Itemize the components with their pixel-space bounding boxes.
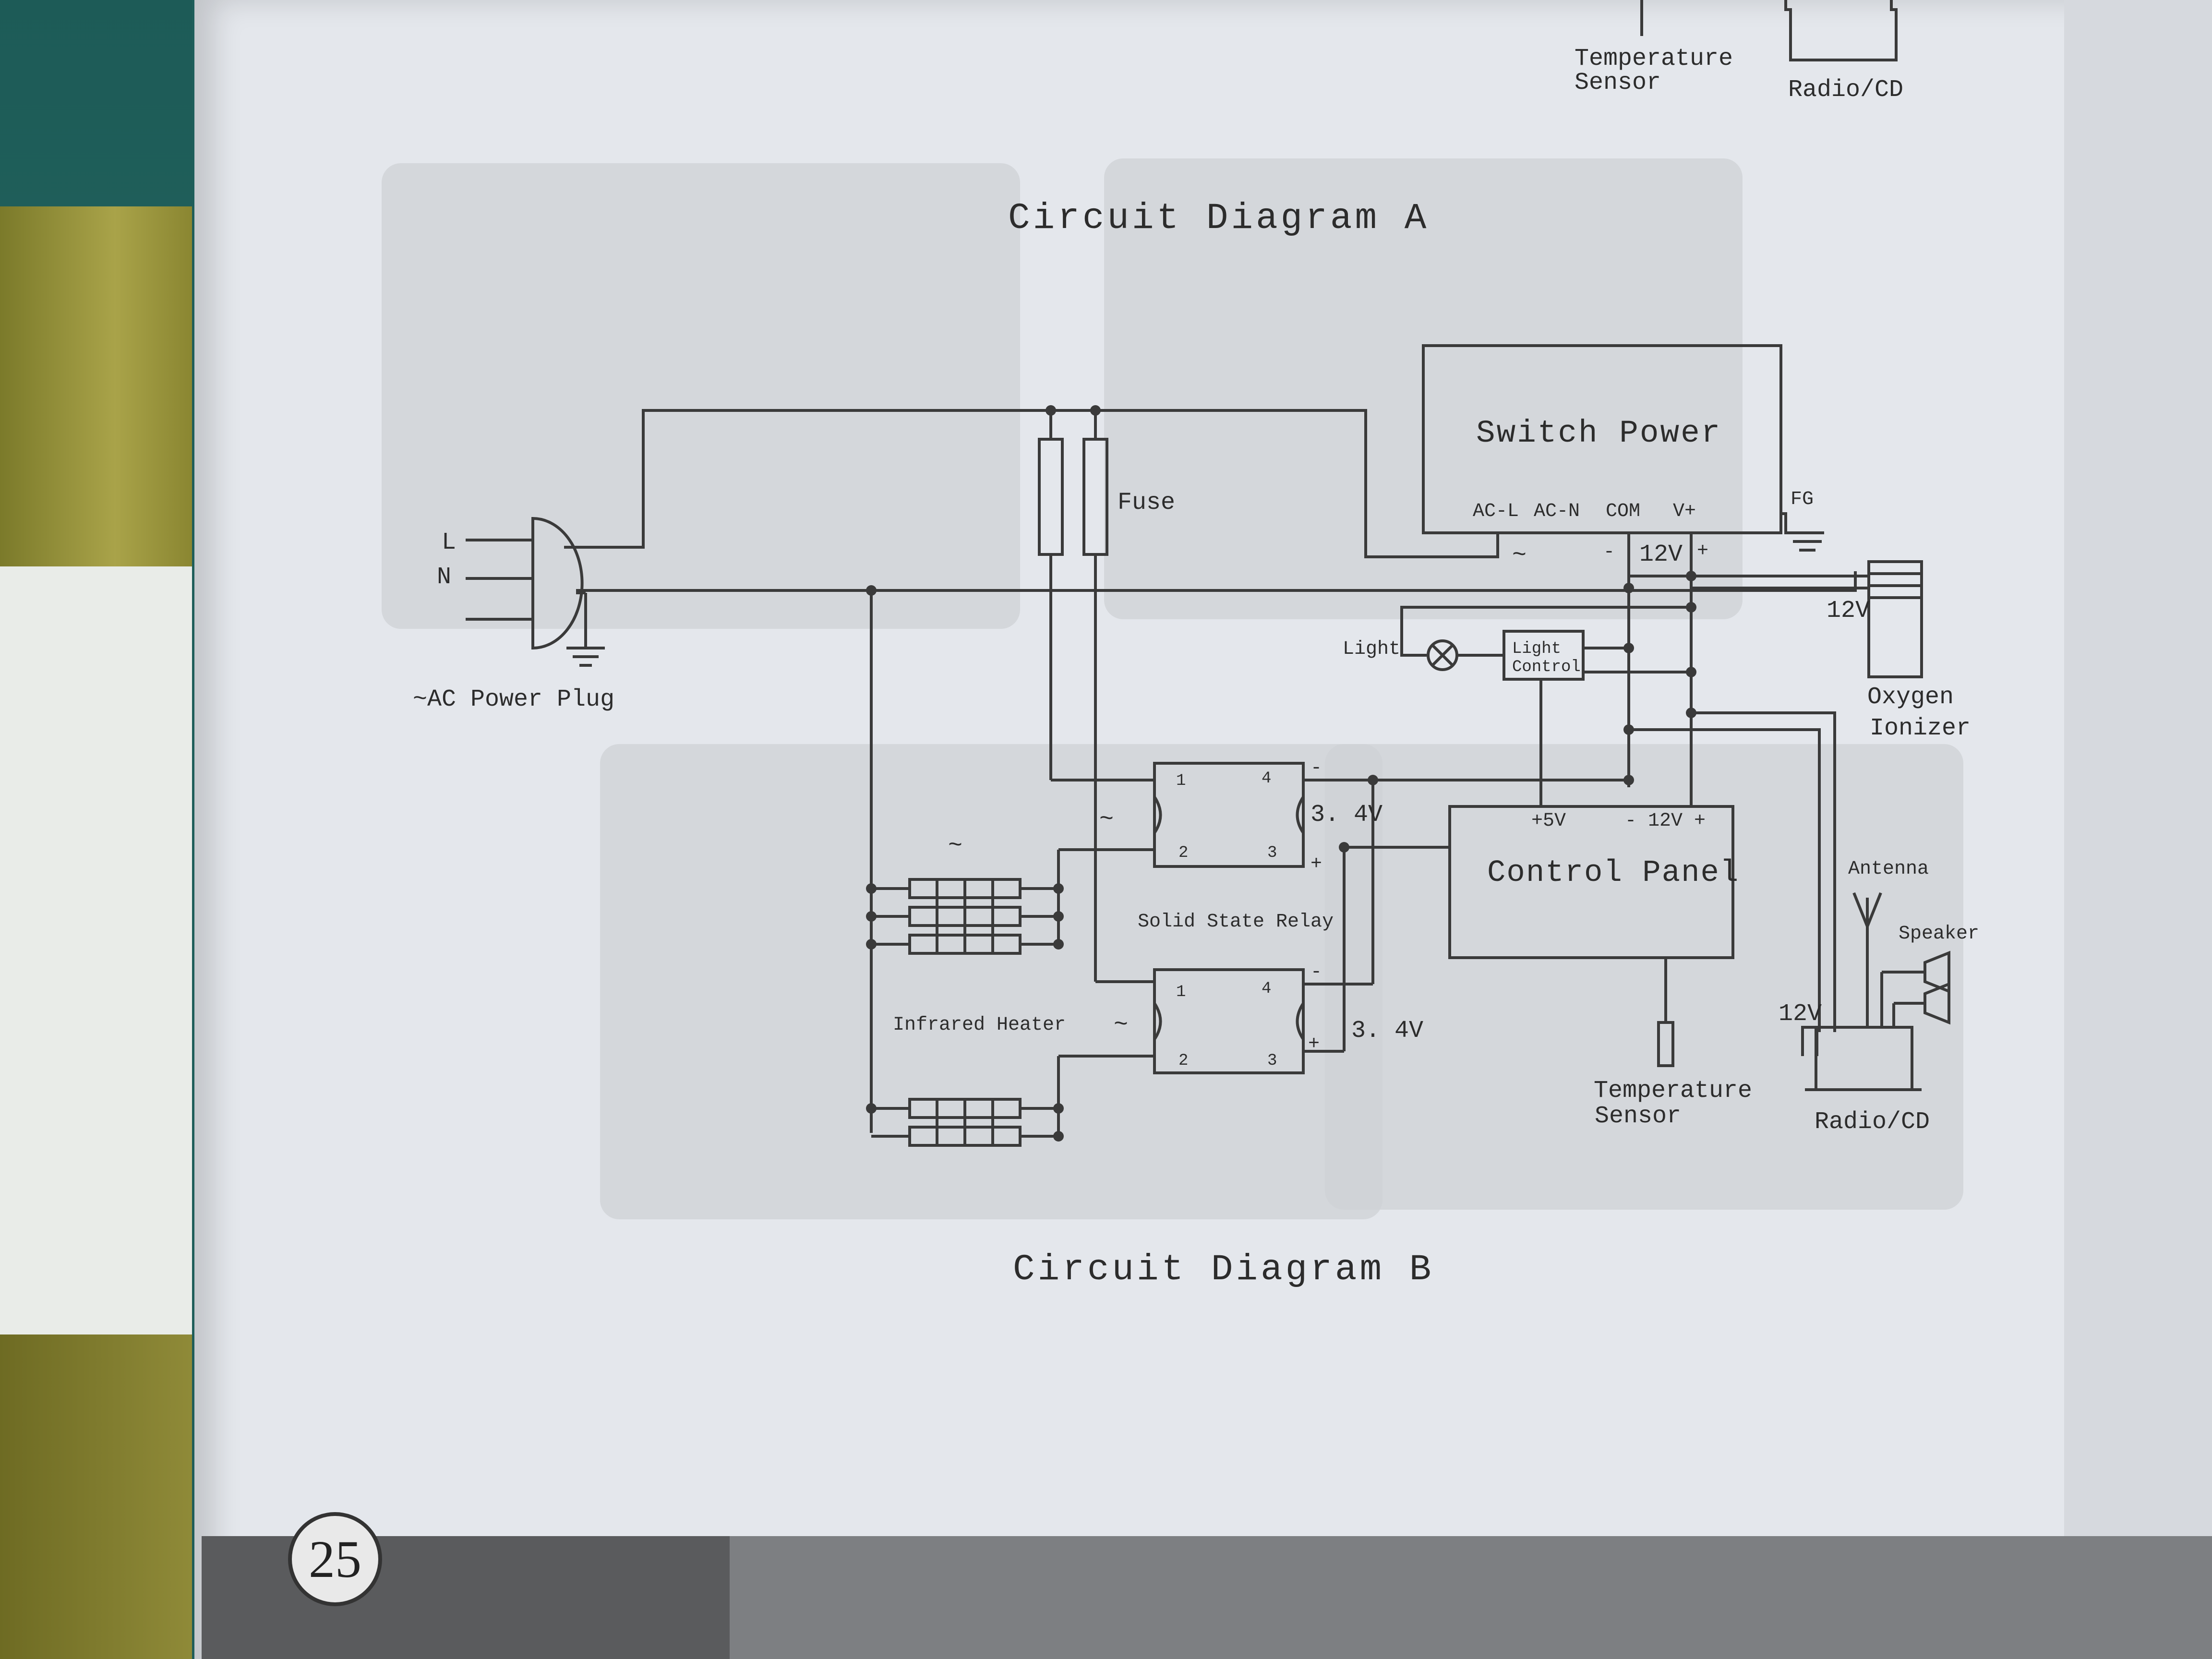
light-label: Light	[1343, 638, 1400, 660]
plus-label: +	[1697, 541, 1708, 562]
ac-tilde-symbol: ~	[1512, 542, 1527, 569]
ssr2-voltage: 3. 4V	[1351, 1017, 1423, 1045]
ssr2-pin2: 2	[1178, 1052, 1188, 1070]
speaker-icon	[1923, 982, 1950, 1025]
footer-band-light	[730, 1536, 2212, 1659]
infrared-heater-2	[871, 1098, 1058, 1147]
radio-12v-label: 12V	[1779, 1000, 1822, 1028]
fg-label: FG	[1791, 489, 1814, 510]
ssr2-pin3: 3	[1267, 1052, 1277, 1070]
radio-cd-box	[1815, 1026, 1913, 1091]
wire-live	[564, 409, 1499, 558]
fuse-1	[1038, 438, 1064, 556]
wire-neutral	[576, 571, 1857, 592]
heater-tilde: ~	[948, 832, 962, 860]
infrared-heater-1	[871, 878, 1058, 955]
ionizer-label: Ionizer	[1870, 715, 1971, 742]
switch-power-box	[1422, 344, 1782, 534]
desk-gold-folder-bottom	[0, 1334, 192, 1659]
radio-cd-label: Radio/CD	[1815, 1108, 1930, 1136]
fuse-label: Fuse	[1118, 489, 1175, 517]
com-label: COM	[1606, 501, 1640, 522]
fuse-2	[1082, 438, 1108, 556]
light-control-box	[1503, 630, 1585, 681]
infrared-heater-label: Infrared Heater	[893, 1014, 1066, 1036]
desk-white-paper	[0, 566, 192, 1334]
light-control-label-1: Light	[1512, 640, 1561, 658]
ssr1-pin2: 2	[1178, 844, 1188, 862]
top-sensor-label: Sensor	[1575, 69, 1661, 96]
ac-l-label: AC-L	[1473, 501, 1519, 522]
page-number: 25	[288, 1512, 382, 1606]
top-temperature-label: Temperature	[1575, 45, 1733, 72]
neutral-label: N	[437, 564, 451, 591]
temperature-label: Temperature	[1594, 1077, 1752, 1105]
v-plus-label: V+	[1673, 501, 1696, 522]
top-radio-box	[1784, 0, 1898, 61]
ac-plug-body	[531, 517, 584, 650]
light-control-label-2: Control	[1512, 658, 1581, 676]
ssr2-tilde: ~	[1114, 1011, 1128, 1039]
temperature-sensor	[1657, 1021, 1674, 1067]
solid-state-relay-2	[1153, 968, 1305, 1074]
ssr2-minus: -	[1310, 962, 1322, 983]
circuit-diagram-a-title: Circuit Diagram A	[1008, 198, 1429, 239]
control-panel-box	[1448, 805, 1734, 959]
speaker-label: Speaker	[1899, 923, 1979, 945]
control-12v-label: - 12V +	[1625, 810, 1706, 832]
oxygen-ionizer	[1867, 560, 1923, 678]
ssr2-pin4: 4	[1262, 980, 1271, 998]
control-panel-label: Control Panel	[1487, 856, 1739, 890]
ssr2-pin1: 1	[1176, 983, 1186, 1001]
ionizer-12v-label: 12V	[1827, 597, 1870, 625]
ac-n-label: AC-N	[1534, 501, 1580, 522]
control-5v-label: +5V	[1531, 810, 1566, 832]
ssr1-pin4: 4	[1262, 769, 1271, 788]
solid-state-relay-label: Solid State Relay	[1138, 911, 1334, 933]
bleed-through-panel	[382, 163, 1020, 629]
desk-gold-folder	[0, 206, 192, 600]
antenna-label: Antenna	[1848, 858, 1929, 880]
switch-12v-label: 12V	[1639, 541, 1683, 568]
ssr1-minus: -	[1310, 757, 1322, 779]
ssr1-voltage: 3. 4V	[1310, 801, 1382, 829]
switch-power-label: Switch Power	[1476, 415, 1721, 451]
wire-light	[1400, 606, 1691, 657]
circuit-diagram-b-title: Circuit Diagram B	[1013, 1249, 1434, 1290]
ssr1-pin1: 1	[1176, 772, 1186, 790]
ssr1-pin3: 3	[1267, 844, 1277, 862]
next-page-edge	[2064, 0, 2212, 1659]
oxygen-label: Oxygen	[1867, 684, 1954, 711]
live-label: L	[442, 529, 456, 556]
ssr2-plus: +	[1308, 1034, 1320, 1055]
top-radio-label: Radio/CD	[1788, 76, 1903, 104]
wire-radio-12v	[1691, 711, 1836, 1032]
ssr1-plus: +	[1310, 854, 1322, 875]
solid-state-relay-1	[1153, 762, 1305, 868]
sensor-label: Sensor	[1595, 1103, 1681, 1130]
bleed-through-panel	[1325, 744, 1963, 1210]
ssr1-tilde: ~	[1099, 806, 1114, 833]
minus-label: -	[1603, 541, 1615, 563]
ac-power-plug-label: ~AC Power Plug	[413, 686, 614, 713]
